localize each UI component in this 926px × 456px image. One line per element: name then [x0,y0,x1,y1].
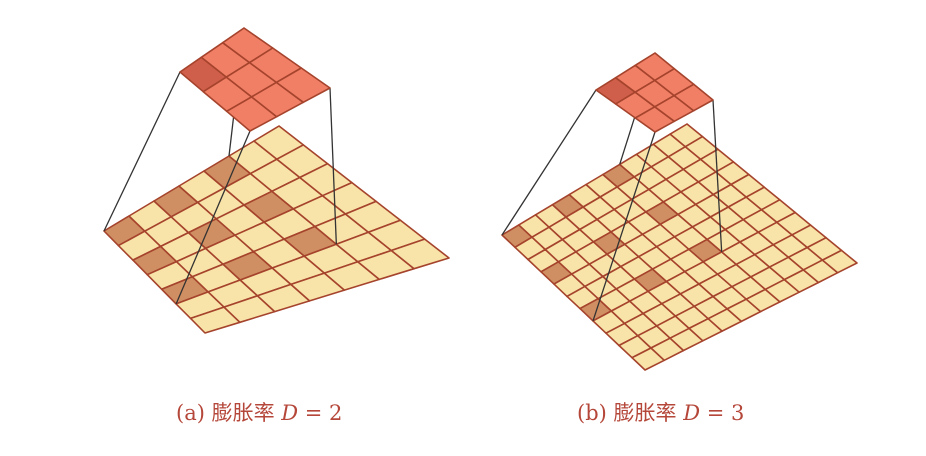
caption-b-value: = 3 [700,401,745,425]
caption-a: (a) 膨胀率 D = 2 [176,398,342,428]
input-grid-cell [821,249,858,274]
caption-b-variable: D [683,401,701,425]
caption-b: (b) 膨胀率 D = 3 [577,398,744,428]
projection-line [712,99,723,252]
caption-a-variable: D [281,401,299,425]
projection-line [175,130,251,305]
projection-line [103,71,181,232]
projection-line [501,89,597,236]
caption-a-prefix: (a) 膨胀率 [176,401,282,425]
caption-a-value: = 2 [298,401,343,425]
panel-a-dilation-2 [103,27,450,334]
kernel-grid-cell [673,83,714,112]
panel-b-dilation-3 [501,52,858,371]
input-grid-cell [390,238,450,270]
caption-b-prefix: (b) 膨胀率 [577,401,684,425]
projection-line [329,87,337,245]
projection-line [592,131,656,322]
kernel-grid-cell [275,67,331,104]
